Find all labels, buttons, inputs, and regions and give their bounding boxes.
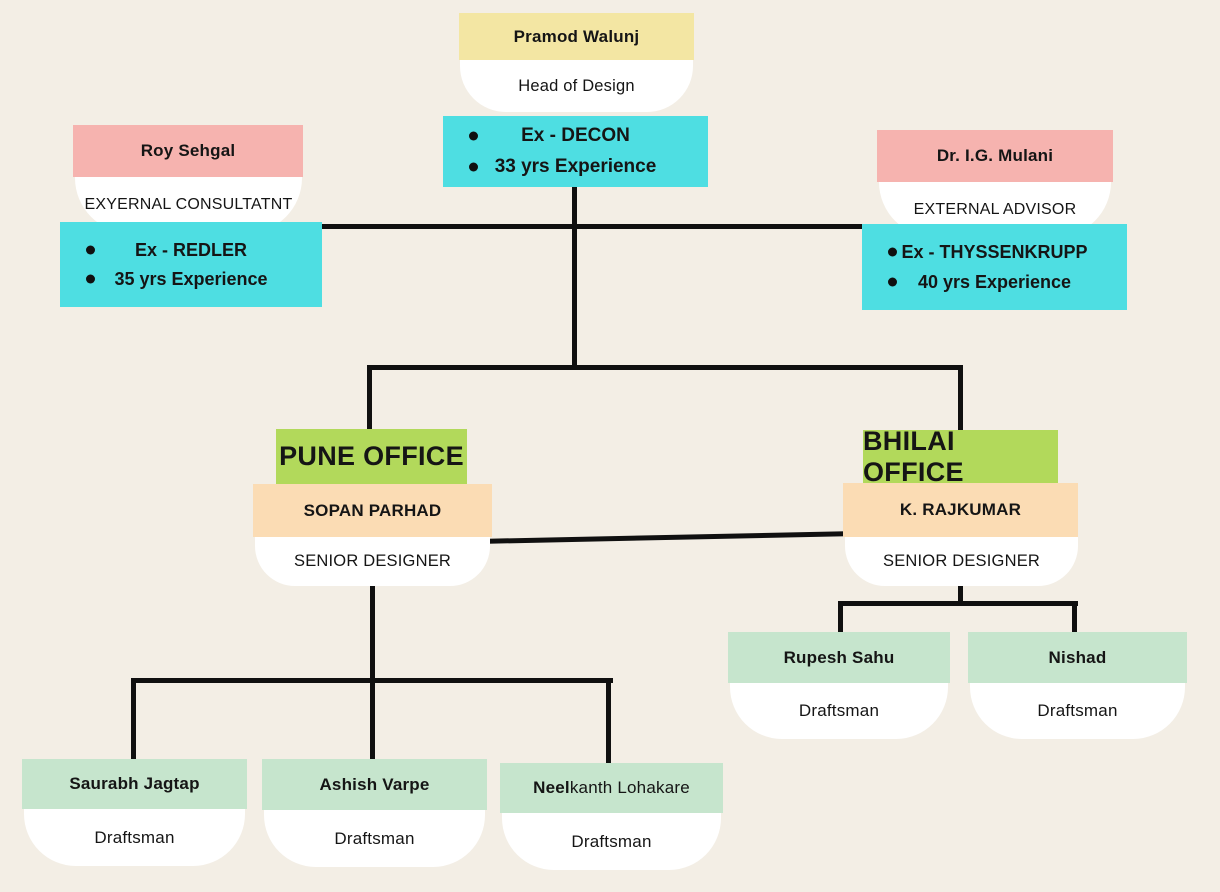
- person-role: Draftsman: [798, 701, 880, 720]
- external-advisor-name-header: Dr. I.G. Mulani: [877, 130, 1113, 182]
- bullet-icon: [888, 277, 897, 287]
- office-name: PUNE OFFICE: [279, 441, 464, 471]
- bhilai-staff-2-role-card: Draftsman: [970, 683, 1185, 739]
- person-name: Ashish Varpe: [319, 774, 430, 794]
- pune-staff-2-name-header: Ashish Varpe: [262, 759, 487, 810]
- connector-bhilai-vertical: [958, 584, 963, 606]
- connector-offices-horizontal: [487, 531, 847, 544]
- bhilai-manager-role-card: SENIOR DESIGNER: [845, 537, 1078, 586]
- person-name: Dr. I.G. Mulani: [936, 146, 1054, 165]
- experience-item: Ex - REDLER: [60, 238, 322, 262]
- person-role: Draftsman: [94, 827, 175, 847]
- connector-pune-bar: [131, 678, 613, 683]
- bullet-icon: [888, 247, 897, 257]
- person-name: Nishad: [1048, 647, 1107, 667]
- person-name: Roy Sehgal: [140, 141, 236, 160]
- connector-main-bar: [367, 365, 963, 370]
- person-role: EXTERNAL ADVISOR: [913, 200, 1077, 218]
- connector-head-vertical: [572, 186, 577, 368]
- connector-pune-vertical: [370, 584, 375, 762]
- bullet-icon: [469, 162, 478, 172]
- person-role: SENIOR DESIGNER: [293, 552, 452, 570]
- bhilai-staff-2-name-header: Nishad: [968, 632, 1187, 683]
- person-name: Neelkanth Lohakare: [533, 778, 690, 797]
- person-name: Saurabh Jagtap: [69, 774, 200, 793]
- head-name-header: Pramod Walunj: [459, 13, 694, 60]
- connector-externals-horizontal: [320, 224, 866, 229]
- person-role: Draftsman: [571, 831, 652, 851]
- connector-bhilai-bar: [838, 601, 1078, 606]
- pune-office-header: PUNE OFFICE: [276, 429, 467, 484]
- experience-item: 40 yrs Experience: [862, 270, 1127, 294]
- connector-bhilai-right-drop: [1072, 601, 1077, 634]
- external-advisor-experience-card: Ex - THYSSENKRUPP 40 yrs Experience: [862, 224, 1127, 310]
- person-role: Head of Design: [518, 76, 635, 95]
- bhilai-staff-1-name-header: Rupesh Sahu: [728, 632, 950, 683]
- person-role: Draftsman: [1037, 701, 1118, 720]
- bullet-icon: [86, 245, 95, 255]
- person-name: K. RAJKUMAR: [899, 500, 1022, 519]
- person-role: SENIOR DESIGNER: [882, 552, 1041, 570]
- pune-staff-1-role-card: Draftsman: [24, 809, 245, 866]
- bullet-icon: [86, 274, 95, 284]
- experience-item: 33 yrs Experience: [443, 154, 708, 180]
- head-experience-card: Ex - DECON 33 yrs Experience: [443, 116, 708, 187]
- connector-pune-right-drop: [606, 678, 611, 766]
- connector-bhilai-left-drop: [838, 601, 843, 634]
- person-role: EXYERNAL CONSULTATNT: [84, 196, 293, 213]
- connector-pune-drop: [367, 365, 372, 431]
- person-name: SOPAN PARHAD: [303, 500, 442, 520]
- pune-manager-header: SOPAN PARHAD: [253, 484, 492, 537]
- person-name: Rupesh Sahu: [783, 647, 895, 667]
- pune-staff-2-role-card: Draftsman: [264, 810, 485, 867]
- experience-item: 35 yrs Experience: [60, 267, 322, 291]
- connector-pune-left-drop: [131, 678, 136, 762]
- person-name: Pramod Walunj: [513, 26, 640, 46]
- experience-item: Ex - DECON: [443, 123, 708, 149]
- person-role: Draftsman: [334, 828, 415, 848]
- pune-staff-3-name-header: Neelkanth Lohakare: [500, 763, 723, 813]
- bhilai-office-header: BHILAI OFFICE: [863, 426, 1058, 487]
- external-consultant-experience-card: Ex - REDLER 35 yrs Experience: [60, 222, 322, 307]
- head-role-card: Head of Design: [460, 60, 693, 112]
- bhilai-manager-header: K. RAJKUMAR: [843, 483, 1078, 537]
- bhilai-staff-1-role-card: Draftsman: [730, 683, 948, 739]
- pune-staff-1-name-header: Saurabh Jagtap: [22, 759, 247, 809]
- connector-bhilai-drop: [958, 365, 963, 431]
- pune-staff-3-role-card: Draftsman: [502, 813, 721, 870]
- experience-item: Ex - THYSSENKRUPP: [862, 240, 1127, 264]
- pune-manager-role-card: SENIOR DESIGNER: [255, 537, 490, 586]
- external-consultant-name-header: Roy Sehgal: [73, 125, 303, 177]
- office-name: BHILAI OFFICE: [863, 425, 964, 487]
- bullet-icon: [469, 131, 478, 141]
